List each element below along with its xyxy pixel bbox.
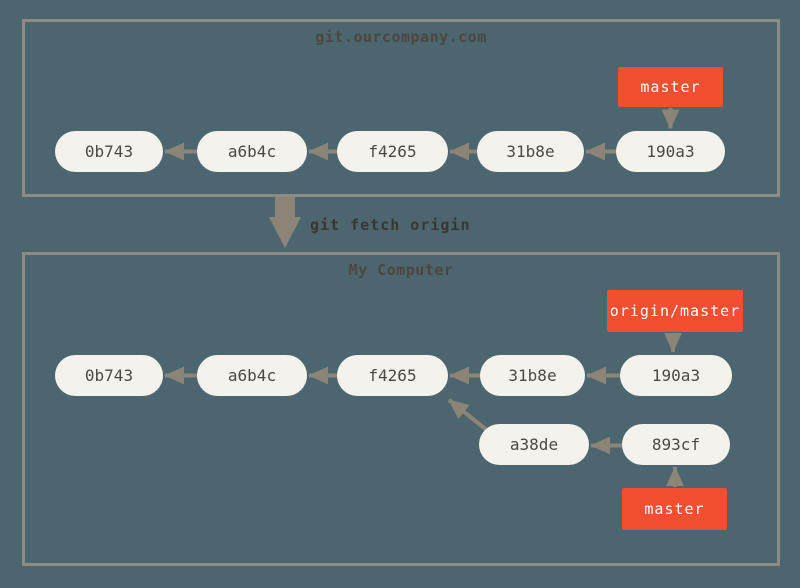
commit-node-31b8e-local: 31b8e [480,355,585,396]
remote-repo-box: git.ourcompany.com [22,19,780,197]
commit-node-190a3-remote: 190a3 [616,131,725,172]
commit-node-0b743-local: 0b743 [55,355,163,396]
commit-node-190a3-local: 190a3 [620,355,732,396]
commit-node-a6b4c-local: a6b4c [197,355,307,396]
local-repo-box: My Computer [22,252,780,566]
local-repo-title: My Computer [348,261,454,279]
commit-node-f4265-remote: f4265 [337,131,448,172]
remote-master-branch-label: master [618,67,723,107]
fetch-command-text: git fetch origin [310,216,471,234]
commit-node-a6b4c-remote: a6b4c [197,131,307,172]
local-master-branch-label: master [622,488,727,530]
origin-master-branch-label: origin/master [607,290,743,332]
commit-node-893cf-local: 893cf [622,424,730,465]
remote-repo-title: git.ourcompany.com [315,28,487,46]
commit-node-f4265-local: f4265 [337,355,448,396]
fetch-transition-arrow [269,197,301,248]
commit-node-0b743-remote: 0b743 [55,131,163,172]
commit-node-a38de-local: a38de [479,424,589,465]
commit-node-31b8e-remote: 31b8e [477,131,584,172]
